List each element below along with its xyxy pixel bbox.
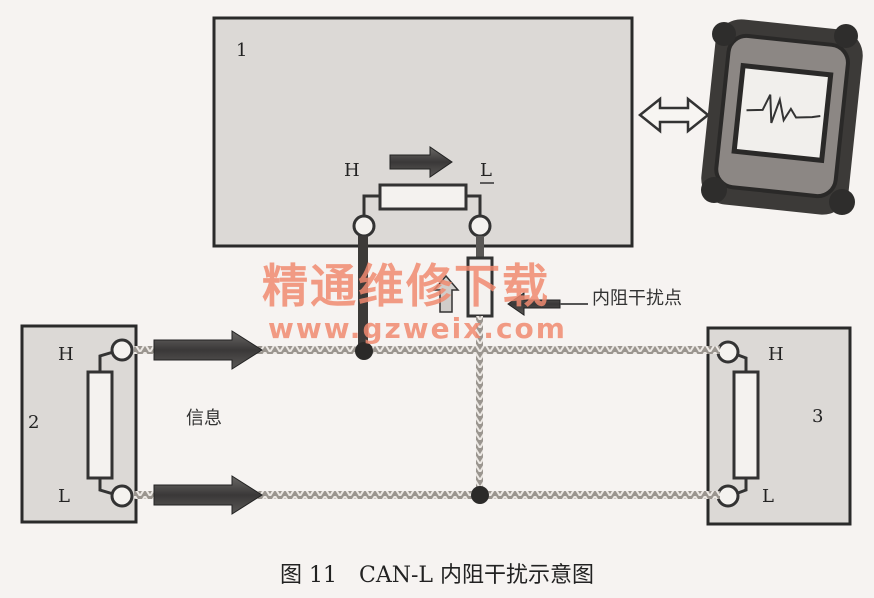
ecu-3-pin-l: L (762, 486, 774, 507)
ecu-2-pin-l: L (58, 486, 70, 507)
interference-up-arrow-icon (432, 274, 460, 313)
ecu-1-label: 1 (236, 40, 247, 61)
ecu-2-pin-h: H (58, 344, 74, 365)
ecu-2-termination-resistor (86, 338, 134, 508)
oscilloscope-icon (701, 19, 863, 215)
ecu-3-pin-h: H (768, 344, 784, 365)
can-l-junction (471, 486, 489, 504)
ecu-1-pin-l: L (480, 160, 492, 181)
can-h-bus-wire (134, 346, 720, 354)
figure-caption: 图 11 CAN-L 内阻干扰示意图 (280, 563, 594, 588)
watermark-url: www.gzweix.com (268, 312, 567, 345)
ecu-1-box (212, 16, 634, 248)
signal-arrow-l-icon (153, 475, 263, 515)
ecu-1-termination-resistor (352, 183, 492, 238)
current-arrow-icon (389, 146, 453, 178)
ecu-1-pin-h: H (344, 160, 360, 181)
can-l-bus-wire (134, 491, 720, 499)
signal-arrow-h-icon (153, 330, 263, 370)
ecu-2-label: 2 (28, 412, 39, 433)
can-h-junction (355, 342, 373, 360)
signal-label: 信息 (186, 408, 222, 429)
ecu-3-termination-resistor (716, 340, 760, 508)
watermark-title: 精通维修下载 (262, 259, 550, 313)
interference-point-label: 内阻干扰点 (592, 288, 682, 309)
interference-resistor (466, 236, 494, 492)
ecu-3-label: 3 (812, 406, 823, 427)
interference-left-arrow-icon (507, 292, 561, 316)
ecu-1-can-h-stub (358, 236, 368, 350)
double-arrow-icon (637, 96, 711, 134)
